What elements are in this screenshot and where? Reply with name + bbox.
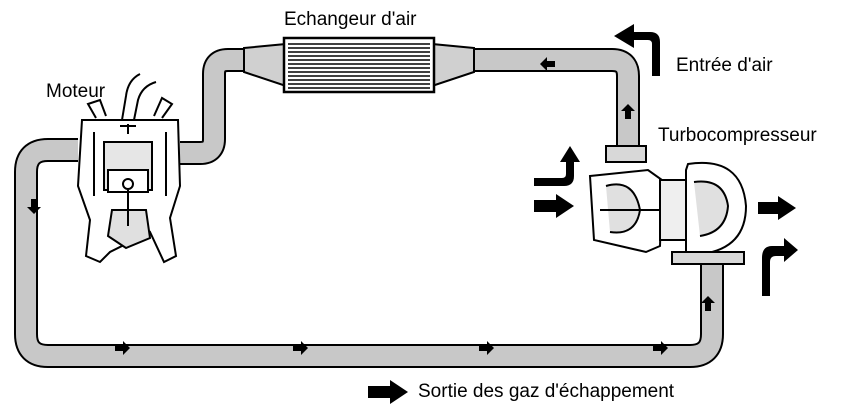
right-arrow-icon <box>534 194 574 218</box>
up-arrow-icon <box>701 296 715 311</box>
large-arrows <box>368 24 798 404</box>
right-arrow-icon <box>479 341 494 355</box>
right-arrow-icon <box>115 341 130 355</box>
left-arrow-icon <box>540 57 555 71</box>
engine <box>76 73 182 264</box>
intake-pipe-turbo <box>470 48 640 150</box>
up-arrow-icon <box>621 104 635 119</box>
curved-up-arrow-icon <box>614 24 660 76</box>
right-arrow-icon <box>293 341 308 355</box>
turbo-label: Turbocompresseur <box>658 125 817 146</box>
intercooler-label: Echangeur d'air <box>284 9 417 30</box>
right-arrow-icon <box>758 196 796 220</box>
air-inlet-label: Entrée d'air <box>676 55 773 76</box>
right-arrow-icon <box>368 380 408 404</box>
intercooler <box>243 36 475 94</box>
curved-up-arrow-icon <box>534 146 580 186</box>
down-arrow-icon <box>27 199 41 214</box>
right-arrow-icon <box>653 341 668 355</box>
flow-arrows <box>27 57 715 355</box>
exhaust-legend-label: Sortie des gaz d'échappement <box>418 381 675 402</box>
curved-up-arrow-icon <box>762 238 798 296</box>
engine-label: Moteur <box>46 81 106 102</box>
turbocharger <box>588 145 748 265</box>
